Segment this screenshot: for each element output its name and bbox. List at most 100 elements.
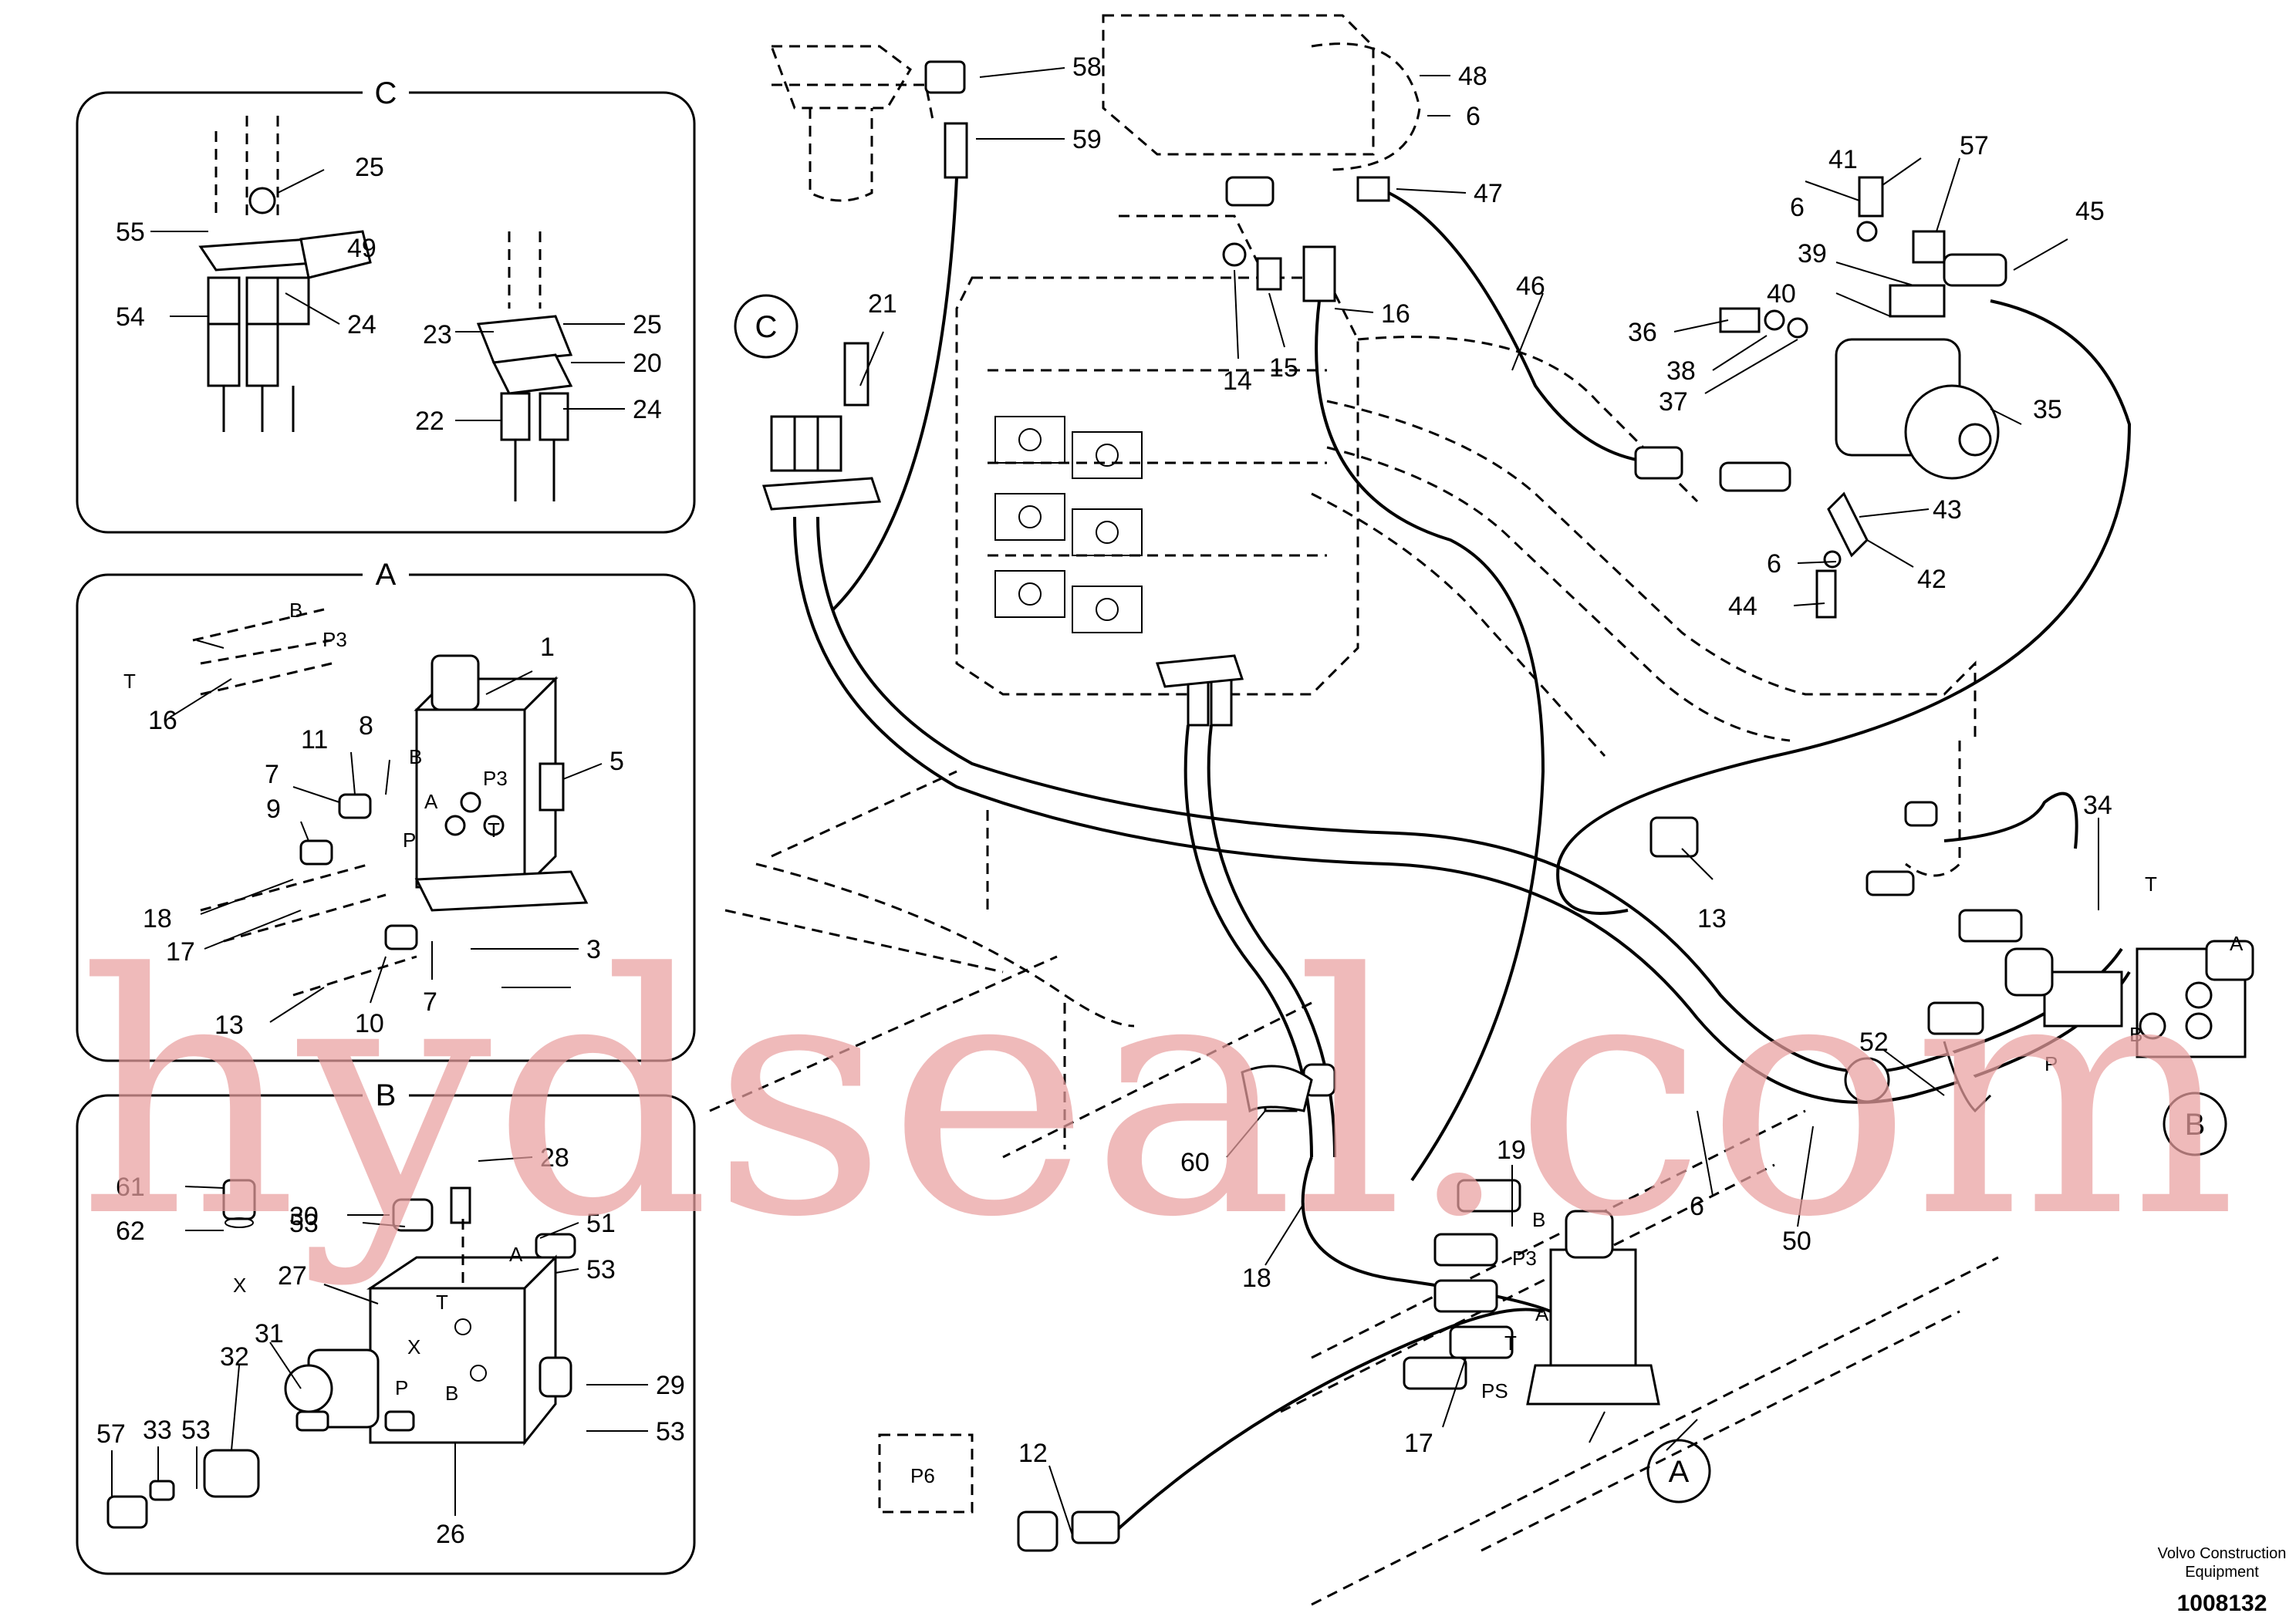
port-label-p: P bbox=[395, 1376, 408, 1399]
callout-10: 10 bbox=[355, 1009, 384, 1038]
callout-55: 55 bbox=[116, 218, 145, 247]
callout-labels: 25 55 49 54 24 25 23 20 22 24 1 16 11 8 … bbox=[96, 52, 2112, 1549]
port-label-hose-p3: P3 bbox=[322, 628, 347, 651]
callout-41: 41 bbox=[1828, 145, 1858, 174]
callout-25: 25 bbox=[355, 153, 384, 182]
footer: Volvo Construction Equipment 1008132 bbox=[2158, 1545, 2287, 1616]
callout-40: 40 bbox=[1767, 279, 1796, 309]
callout-32: 32 bbox=[220, 1342, 249, 1372]
port-label-t: T bbox=[1504, 1331, 1517, 1355]
callout-5: 5 bbox=[609, 747, 624, 776]
callout-7: 7 bbox=[265, 760, 279, 789]
callout-60: 60 bbox=[1180, 1148, 1210, 1177]
callout-1: 1 bbox=[540, 633, 555, 662]
port-label-a: A bbox=[2230, 932, 2244, 955]
callout-13: 13 bbox=[1697, 904, 1727, 933]
callout-36: 36 bbox=[1628, 318, 1657, 347]
callout-59: 59 bbox=[1072, 125, 1102, 154]
callout-25: 25 bbox=[633, 310, 662, 339]
callout-17: 17 bbox=[1404, 1429, 1433, 1458]
port-label-p6: P6 bbox=[910, 1464, 935, 1487]
callout-9: 9 bbox=[266, 795, 281, 824]
port-label-hose-b: B bbox=[289, 599, 302, 622]
callout-46: 46 bbox=[1516, 272, 1545, 301]
port-label-a: A bbox=[509, 1243, 523, 1266]
callout-34: 34 bbox=[2083, 791, 2112, 820]
callout-43: 43 bbox=[1933, 495, 1962, 525]
circle-references: C A B bbox=[734, 294, 2227, 1504]
callout-54: 54 bbox=[116, 302, 145, 332]
brand-line-2: Equipment bbox=[2185, 1564, 2259, 1581]
callout-6: 6 bbox=[1767, 549, 1781, 579]
callout-39: 39 bbox=[1798, 239, 1827, 268]
callout-31: 31 bbox=[255, 1319, 284, 1348]
port-label-t: T bbox=[436, 1291, 448, 1314]
ref-c-circle bbox=[734, 294, 799, 359]
callout-20: 20 bbox=[633, 349, 662, 378]
callout-16: 16 bbox=[148, 706, 177, 735]
inset-c: C bbox=[76, 74, 696, 534]
callout-13: 13 bbox=[214, 1011, 244, 1040]
callout-53: 53 bbox=[586, 1255, 616, 1284]
callout-19: 19 bbox=[1497, 1136, 1526, 1165]
callout-18: 18 bbox=[143, 904, 172, 933]
ref-b-label: B bbox=[2185, 1108, 2206, 1142]
callout-7: 7 bbox=[423, 987, 437, 1017]
callout-57: 57 bbox=[1960, 131, 1989, 160]
callout-62: 62 bbox=[116, 1217, 145, 1246]
callout-47: 47 bbox=[1474, 179, 1503, 208]
port-label-t: T bbox=[488, 818, 500, 842]
callout-8: 8 bbox=[359, 711, 373, 741]
port-label-b: B bbox=[2129, 1023, 2142, 1046]
watermark-text: hydseal.com bbox=[77, 904, 2237, 1290]
port-label-t: T bbox=[2145, 872, 2157, 896]
port-label-hose-t: T bbox=[123, 670, 136, 693]
ref-c-label: C bbox=[755, 310, 778, 344]
callout-53: 53 bbox=[289, 1209, 319, 1238]
callout-45: 45 bbox=[2075, 197, 2105, 226]
callout-44: 44 bbox=[1728, 592, 1757, 621]
ref-a-label: A bbox=[1669, 1455, 1690, 1489]
port-label-x: X bbox=[233, 1274, 246, 1297]
callout-18: 18 bbox=[1242, 1264, 1271, 1293]
inset-c-title: C bbox=[375, 76, 397, 110]
ref-a-circle bbox=[1646, 1439, 1711, 1504]
port-label-b: B bbox=[409, 745, 422, 768]
port-label-p3: P3 bbox=[1512, 1247, 1537, 1270]
callout-14: 14 bbox=[1223, 366, 1252, 396]
callout-53: 53 bbox=[656, 1417, 685, 1446]
inset-a: A bbox=[76, 555, 696, 1062]
callout-37: 37 bbox=[1659, 387, 1688, 417]
callout-29: 29 bbox=[656, 1371, 685, 1400]
main-fittings bbox=[761, 60, 2254, 1552]
document-number: 1008132 bbox=[2177, 1591, 2267, 1616]
port-label-b: B bbox=[445, 1382, 458, 1405]
port-label-a: A bbox=[1535, 1302, 1549, 1325]
callout-17: 17 bbox=[166, 937, 195, 967]
callout-15: 15 bbox=[1269, 353, 1298, 383]
callout-58: 58 bbox=[1072, 52, 1102, 82]
port-label-b: B bbox=[1532, 1208, 1545, 1231]
ref-b-circle bbox=[2163, 1092, 2227, 1156]
callout-6: 6 bbox=[1690, 1192, 1704, 1221]
callout-61: 61 bbox=[116, 1173, 145, 1202]
callout-6: 6 bbox=[1790, 193, 1805, 222]
callout-51: 51 bbox=[586, 1209, 616, 1238]
callout-23: 23 bbox=[423, 320, 452, 349]
callout-57: 57 bbox=[96, 1419, 126, 1449]
inset-b-title: B bbox=[376, 1078, 397, 1112]
port-label-p: P bbox=[2044, 1052, 2058, 1075]
callout-42: 42 bbox=[1917, 565, 1947, 594]
callout-22: 22 bbox=[415, 407, 444, 436]
callout-28: 28 bbox=[540, 1143, 569, 1173]
port-labels: B P3 A T P B P3 T X A T X P B B P3 A T P… bbox=[123, 599, 2244, 1487]
callout-49: 49 bbox=[347, 234, 376, 263]
callout-24: 24 bbox=[633, 395, 662, 424]
inset-a-title: A bbox=[376, 558, 397, 592]
port-label-x: X bbox=[407, 1335, 420, 1358]
callout-11: 11 bbox=[301, 725, 328, 754]
callout-12: 12 bbox=[1018, 1439, 1048, 1468]
callout-53: 53 bbox=[181, 1416, 211, 1445]
brand-line-1: Volvo Construction bbox=[2158, 1545, 2287, 1562]
